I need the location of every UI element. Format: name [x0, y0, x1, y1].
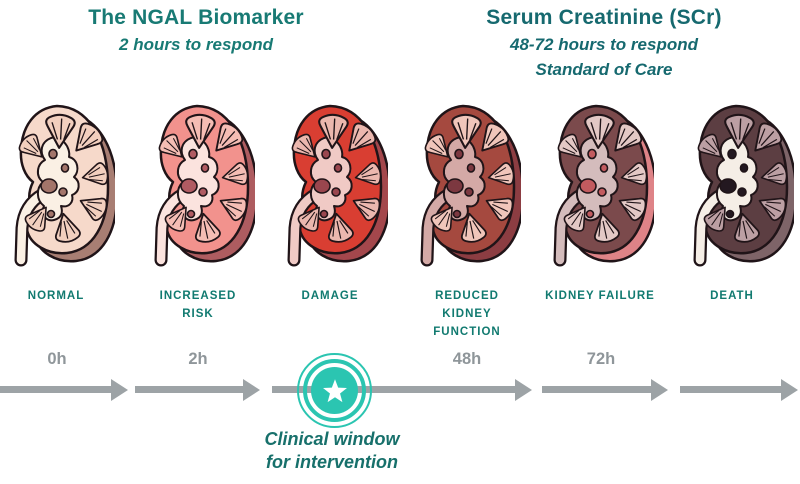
scr-subtitle-standard: Standard of Care [535, 60, 673, 79]
time-label-2h: 2h [188, 350, 208, 368]
kidney-illustration-failure [542, 100, 654, 268]
arrow-head-icon [781, 379, 798, 401]
time-label-72h: 72h [586, 350, 616, 368]
time-label-48h: 48h [452, 350, 482, 368]
arrow-bar [0, 386, 111, 393]
stage-label-failure: KIDNEY FAILURE [545, 290, 655, 302]
arrow-head-icon [651, 379, 668, 401]
arrow-bar [542, 386, 651, 393]
ngal-subtitle: 2 hours to respond [119, 35, 273, 54]
stage-label-damage: DAMAGE [301, 290, 359, 302]
clinical-window-badge [311, 367, 358, 414]
arrow-bar [680, 386, 781, 393]
badge-middle-ring [303, 359, 366, 422]
scr-title: Serum Creatinine (SCr) [486, 6, 722, 29]
arrow-head-icon [111, 379, 128, 401]
kidney-illustration-death [682, 100, 794, 268]
badge-outer-ring [297, 353, 372, 428]
arrow-bar [135, 386, 243, 393]
kidney-illustration-normal [3, 100, 115, 268]
arrow-head-icon [515, 379, 532, 401]
scr-subtitle-response: 48-72 hours to respond [510, 35, 698, 54]
time-label-0h: 0h [47, 350, 67, 368]
stage-label-normal: NORMAL [27, 290, 85, 302]
kidney-illustration-reduced-function [409, 100, 521, 268]
caption-line-1: Clinical window [264, 429, 400, 449]
stage-label-reduced-function: REDUCED KIDNEY FUNCTION [433, 290, 501, 338]
ngal-title: The NGAL Biomarker [88, 6, 304, 29]
kidney-illustration-damage [276, 100, 388, 268]
scr-header: Serum Creatinine (SCr) 48-72 hours to re… [408, 6, 800, 80]
ngal-header: The NGAL Biomarker 2 hours to respond [0, 6, 392, 55]
stage-label-increased-risk: INCREASED RISK [159, 290, 237, 320]
caption-line-2: for intervention [265, 452, 398, 473]
kidney-illustration-increased-risk [143, 100, 255, 268]
arrow-bar [272, 386, 515, 393]
arrow-head-icon [243, 379, 260, 401]
star-icon [322, 378, 347, 402]
clinical-window-caption: Clinical window for intervention [232, 428, 432, 475]
stage-label-death: DEATH [710, 290, 754, 302]
